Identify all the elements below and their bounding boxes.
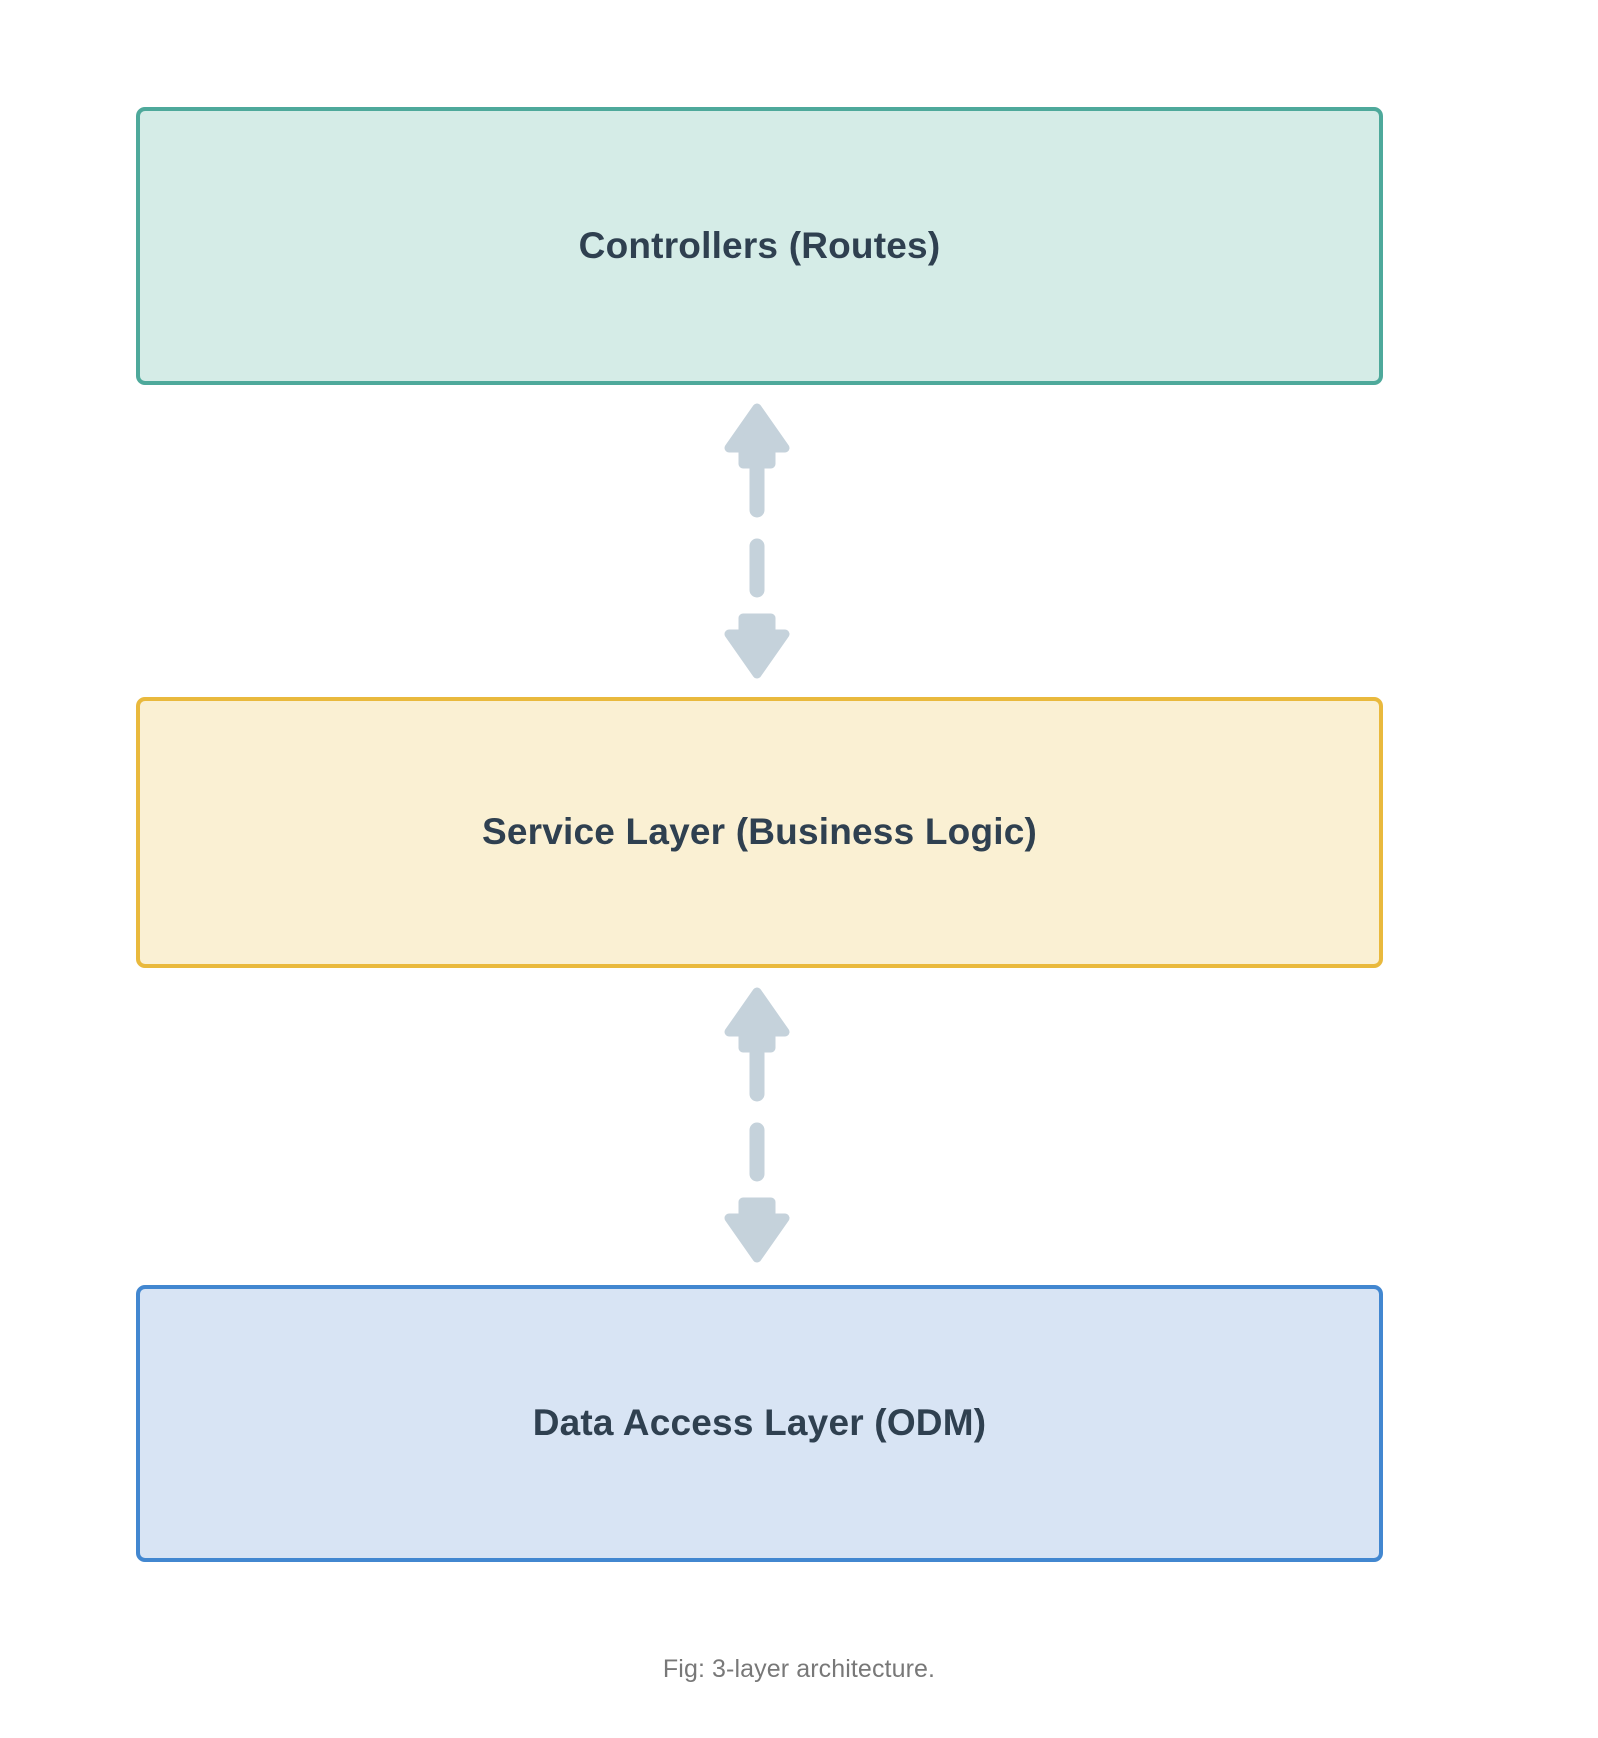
layer-box-service: Service Layer (Business Logic) <box>136 697 1383 968</box>
connector-service-data-access <box>709 987 805 1263</box>
arrow-up-head-1 <box>724 403 790 469</box>
arrow-up-head-2 <box>724 987 790 1053</box>
layer-box-controllers: Controllers (Routes) <box>136 107 1383 385</box>
layer-label-service: Service Layer (Business Logic) <box>481 811 1038 853</box>
architecture-diagram: Controllers (Routes) Service Layer (Busi… <box>136 107 1383 1562</box>
layer-label-data-access: Data Access Layer (ODM) <box>532 1402 987 1444</box>
layer-label-controllers: Controllers (Routes) <box>578 224 941 266</box>
figure-caption: Fig: 3-layer architecture. <box>662 1655 936 1683</box>
connector-controllers-service <box>709 403 805 679</box>
arrow-down-head-3 <box>724 1197 790 1263</box>
arrow-down-head-2 <box>724 613 790 679</box>
layer-box-data-access: Data Access Layer (ODM) <box>136 1285 1383 1562</box>
